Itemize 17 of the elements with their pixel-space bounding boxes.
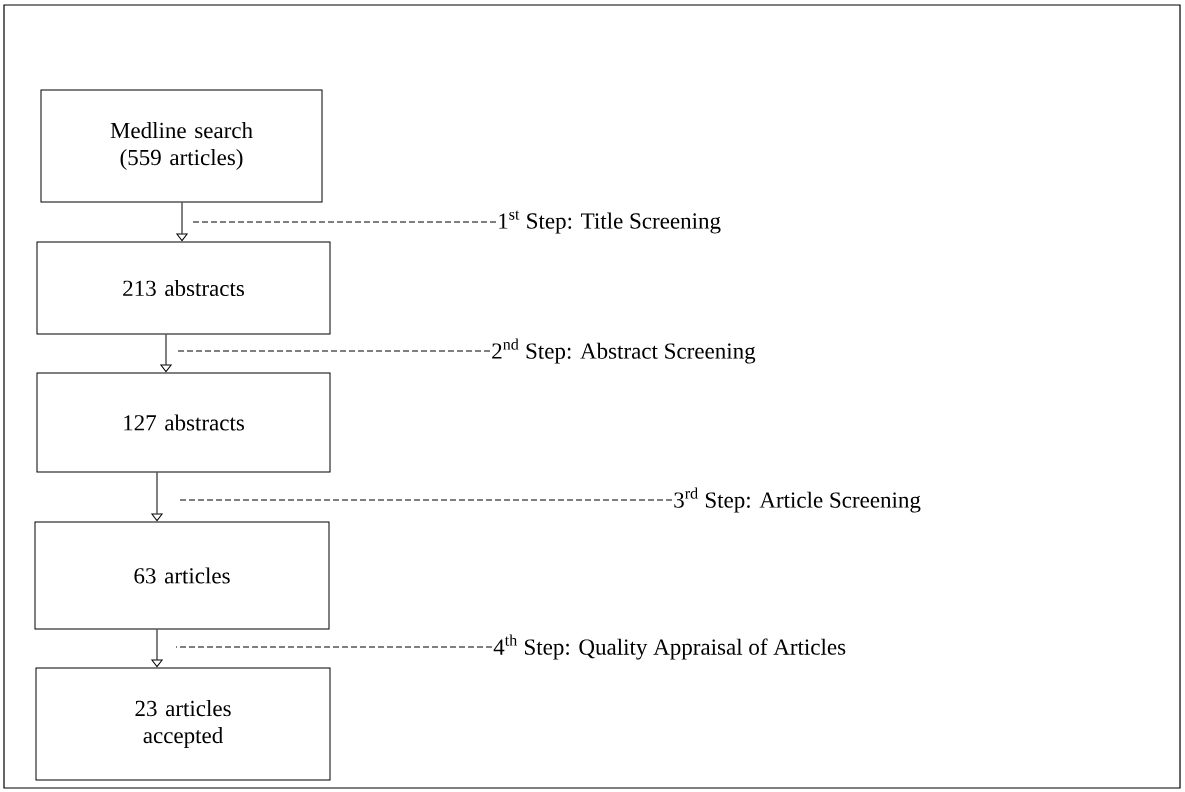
arrow: [176, 202, 188, 242]
step-label: 3$^{rd}$ Step: Article Screening: [674, 487, 921, 513]
process-box: 127 abstracts: [36, 372, 331, 473]
leader-line: [175, 646, 493, 648]
process-box: 63 articles: [34, 521, 330, 630]
process-box: 23 articles accepted: [35, 667, 331, 781]
leader-line: [177, 350, 491, 352]
leader-line: [179, 499, 673, 501]
step-label: 4$^{th}$ Step: Quality Appraisal of Articles: [493, 634, 846, 660]
leader-line: [192, 221, 497, 223]
step-label: 2$^{nd}$ Step: Abstract Screening: [492, 338, 756, 364]
process-box: 213 abstracts: [36, 241, 331, 335]
arrow: [151, 472, 163, 522]
process-box: Medline search (559 articles): [40, 89, 323, 203]
arrow: [160, 334, 172, 373]
arrow: [151, 629, 163, 668]
step-label: 1$^{st}$ Step: Title Screening: [499, 210, 721, 234]
